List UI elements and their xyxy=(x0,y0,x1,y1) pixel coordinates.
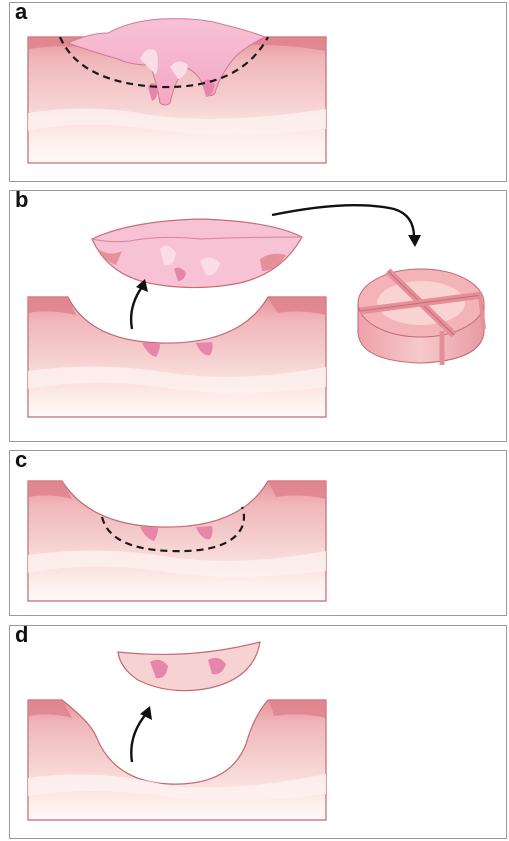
panel-b: b xyxy=(9,190,507,442)
panel-c: c xyxy=(9,450,507,616)
tissue-block xyxy=(28,297,326,417)
tissue-illustration xyxy=(10,626,508,840)
excised-specimen xyxy=(118,642,260,691)
excised-specimen xyxy=(92,219,302,288)
curved-arrow-icon xyxy=(131,706,152,762)
tissue-block xyxy=(28,700,326,820)
tissue-block xyxy=(28,481,326,601)
curved-arrow-icon xyxy=(131,279,148,329)
tissue-illustration xyxy=(10,451,508,617)
tissue-illustration xyxy=(10,3,508,183)
panel-a: a xyxy=(9,2,507,182)
tissue-illustration xyxy=(10,191,508,443)
quartered-specimen-icon xyxy=(358,269,484,365)
panel-d: d xyxy=(9,625,507,839)
